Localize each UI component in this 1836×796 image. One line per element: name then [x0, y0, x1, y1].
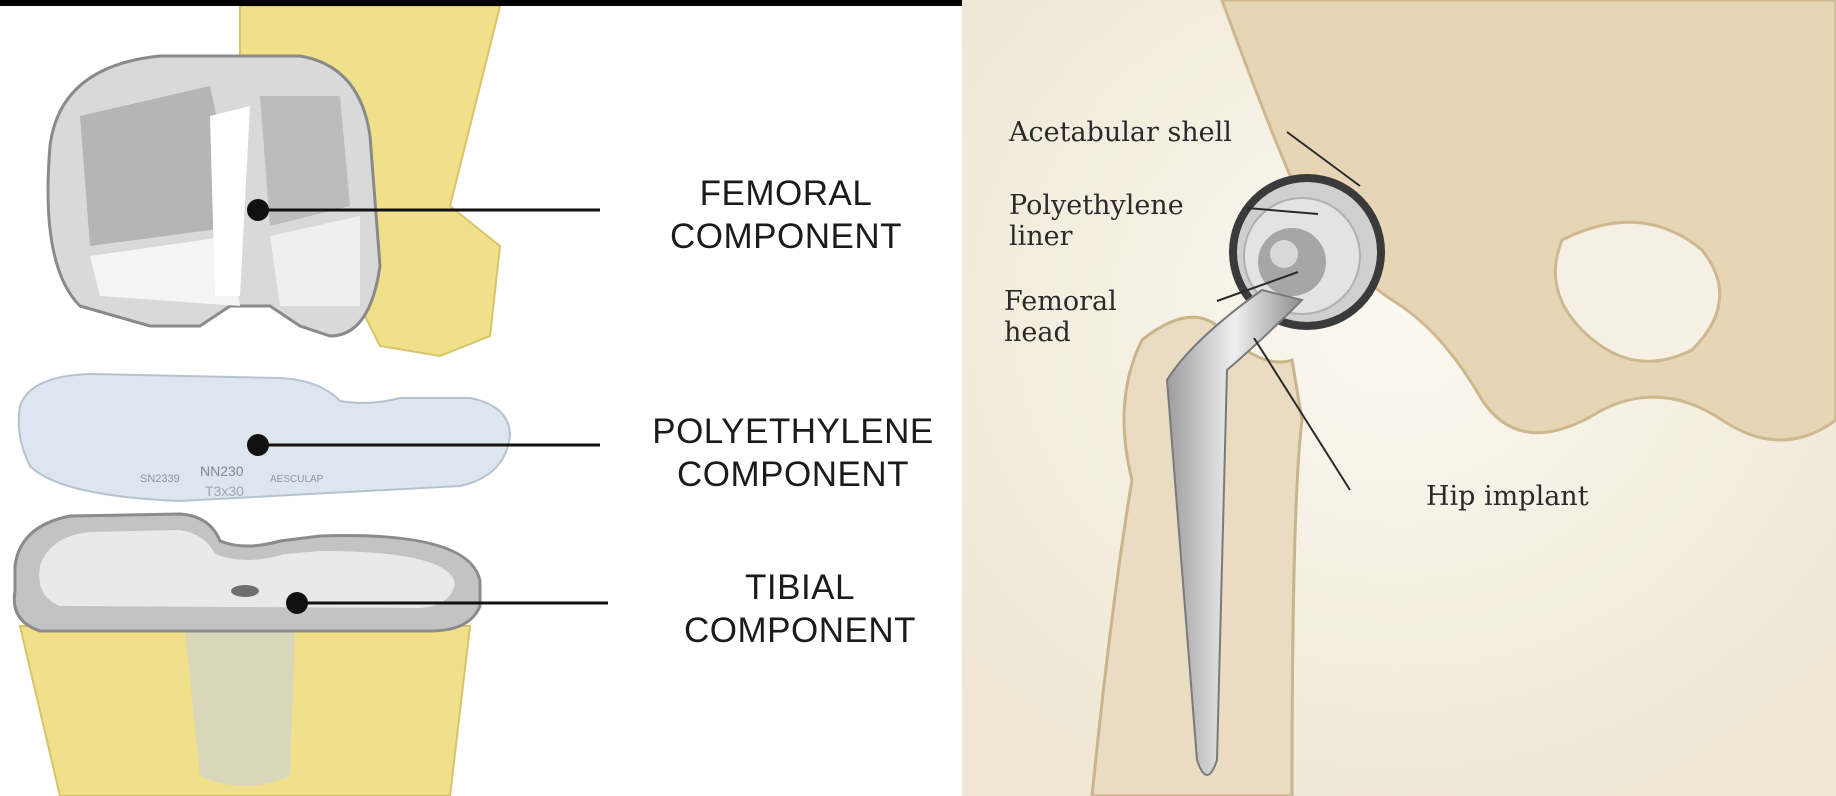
knee-illustration: SN2339 NN230 AESCULAP T3x30: [0, 6, 962, 796]
polyethylene-label-line1: POLYETHYLENE: [628, 410, 958, 453]
femoral-head-label-line2: head: [1004, 317, 1117, 348]
insert-engraving-1: SN2339: [140, 473, 180, 485]
femoral-head-label: Femoral head: [1004, 286, 1117, 348]
tibial-stem: [185, 631, 295, 786]
femoral-label-line2: COMPONENT: [636, 215, 936, 258]
tibial-component-shape: [14, 514, 480, 631]
tibial-component-label: TIBIAL COMPONENT: [650, 566, 950, 652]
femoral-label-line1: FEMORAL: [636, 172, 936, 215]
hip-implant-label-line1: Hip implant: [1426, 481, 1589, 512]
knee-implant-panel: SN2339 NN230 AESCULAP T3x30 FEMORAL COMP…: [0, 6, 962, 796]
acetabular-shell-label: Acetabular shell: [1009, 117, 1232, 148]
insert-engraving-2: NN230: [200, 463, 244, 479]
tibial-label-line1: TIBIAL: [650, 566, 950, 609]
tibial-label-line2: COMPONENT: [650, 609, 950, 652]
acetabular-label-line1: Acetabular shell: [1009, 117, 1232, 148]
polyethylene-liner-label: Polyethylene liner: [1009, 190, 1184, 252]
insert-engraving-4: T3x30: [205, 483, 244, 499]
femoral-component-label: FEMORAL COMPONENT: [636, 172, 936, 258]
polyethylene-label-line2: COMPONENT: [628, 453, 958, 496]
femoral-component-shape: [48, 56, 380, 336]
insert-engraving-3: AESCULAP: [270, 474, 324, 485]
hip-implant-panel: Acetabular shell Polyethylene liner Femo…: [962, 0, 1836, 796]
liner-label-line2: liner: [1009, 221, 1184, 252]
femoral-head-label-line1: Femoral: [1004, 286, 1117, 317]
polyethylene-component-label: POLYETHYLENE COMPONENT: [628, 410, 958, 496]
hip-implant-label: Hip implant: [1426, 481, 1589, 512]
liner-label-line1: Polyethylene: [1009, 190, 1184, 221]
